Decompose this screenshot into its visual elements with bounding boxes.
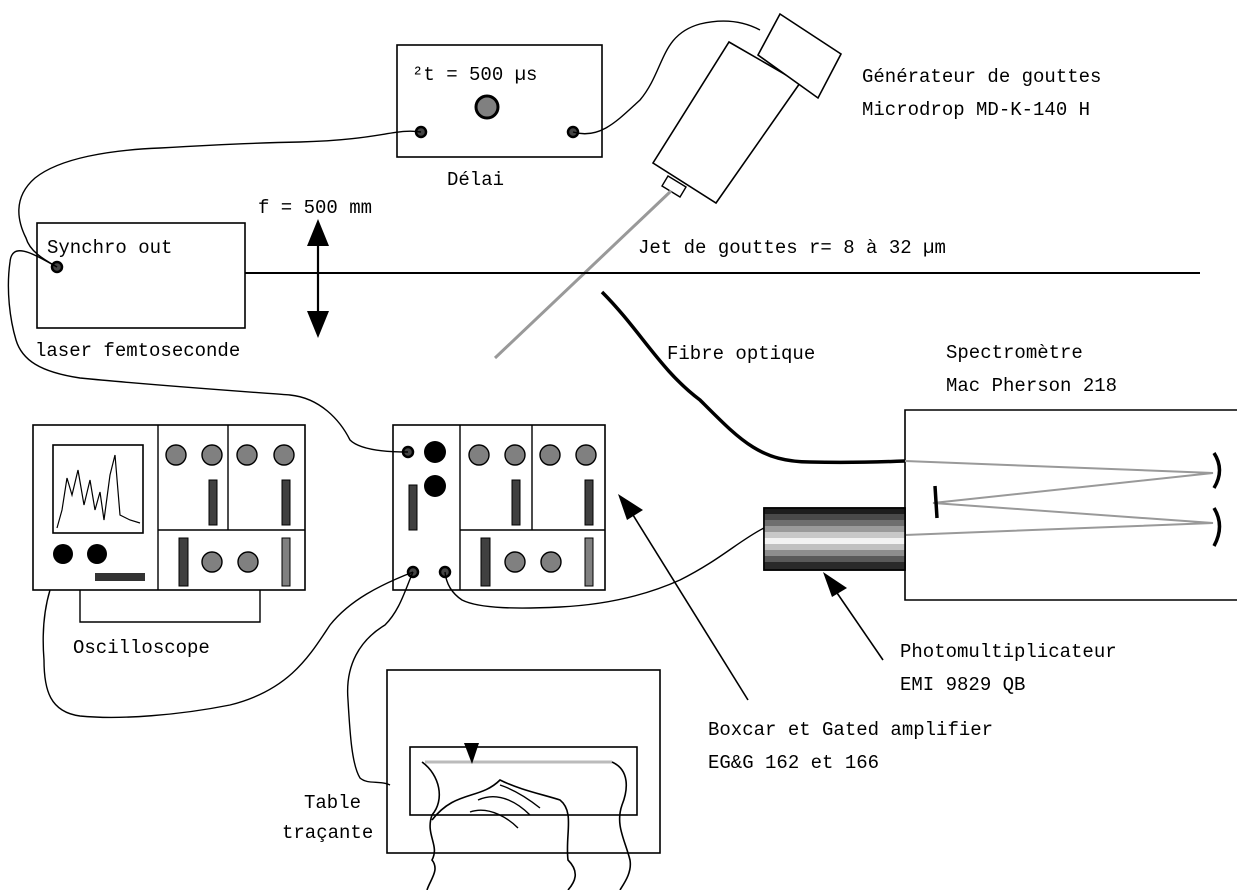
hand-fingers	[469, 784, 541, 829]
oscilloscope-label: Oscilloscope	[73, 637, 210, 659]
hand-right	[611, 761, 632, 891]
hand-outline	[431, 779, 576, 891]
cable-delay-to-generator	[572, 20, 761, 135]
drop-generator-label-1: Générateur de gouttes	[862, 66, 1101, 88]
focal-length-label: f = 500 mm	[258, 197, 372, 219]
boxcar-label-2: EG&G 162 et 166	[708, 752, 879, 774]
cable-pm-to-boxcar	[444, 527, 765, 609]
delay-box	[396, 44, 603, 158]
mirror-upper	[1212, 452, 1222, 489]
drop-generator-label-2: Microdrop MD-K-140 H	[862, 99, 1090, 121]
drop-generator: Générateur de gouttes Microdrop MD-K-140…	[651, 12, 1101, 205]
mirror-lower	[1212, 507, 1222, 547]
photomultiplier-pointer-head	[823, 572, 847, 597]
cable-delay-to-laser	[18, 130, 422, 268]
recorder-label-1: Table	[304, 792, 361, 814]
delay-unit: ²t = 500 µs Délai	[396, 44, 603, 191]
oscilloscope: Oscilloscope	[32, 424, 306, 659]
delay-label: Délai	[447, 169, 504, 191]
laser-unit: Synchro out laser femtoseconde	[35, 222, 246, 362]
optical-fibre	[600, 290, 906, 465]
drop-generator-body	[651, 40, 802, 205]
photomultiplier-label-1: Photomultiplicateur	[900, 641, 1117, 663]
synchro-out-label: Synchro out	[47, 237, 172, 259]
recorder-label-2: traçante	[282, 822, 373, 844]
oscilloscope-knob-2	[87, 544, 107, 564]
cable-boxcar-to-recorder	[346, 571, 414, 786]
laser-box	[36, 222, 246, 329]
oscilloscope-slot	[95, 573, 145, 581]
spectrometer-label-2: Mac Pherson 218	[946, 375, 1117, 397]
boxcar-knob-1	[424, 441, 446, 463]
fibre-label: Fibre optique	[667, 343, 815, 365]
laser-label: laser femtoseconde	[35, 340, 240, 362]
drop-generator-nozzle	[661, 175, 687, 198]
spectrometer-label-1: Spectromètre	[946, 342, 1083, 364]
oscilloscope-feet	[79, 590, 261, 623]
oscilloscope-trace	[56, 454, 141, 529]
spectrometer: Spectromètre Mac Pherson 218	[904, 342, 1237, 601]
boxcar-pointer-line	[632, 514, 749, 701]
photomultiplier-pointer-line	[834, 589, 884, 661]
recorder-pen	[464, 743, 479, 764]
drop-generator-cap	[756, 12, 843, 100]
grating	[933, 485, 939, 519]
chart-recorder: Table traçante	[282, 669, 661, 891]
droplet-jet	[493, 189, 673, 360]
recorder-window	[409, 746, 638, 816]
hand-left	[421, 761, 440, 891]
focusing-lens	[307, 219, 329, 338]
boxcar-label-1: Boxcar et Gated amplifier	[708, 719, 993, 741]
oscilloscope-knob-1	[53, 544, 73, 564]
photomultiplier-label-2: EMI 9829 QB	[900, 674, 1025, 696]
lens-arrow-down	[307, 311, 329, 338]
lens-arrow-up	[307, 219, 329, 246]
boxcar-pointer-head	[618, 494, 643, 520]
boxcar-knob-2	[424, 475, 446, 497]
boxcar-amplifier: Boxcar et Gated amplifier EG&G 162 et 16…	[392, 424, 993, 774]
delay-value-label: ²t = 500 µs	[412, 64, 537, 86]
spectrometer-box	[904, 409, 1237, 601]
cable-laser-to-boxcar	[7, 250, 409, 453]
cable-boxcar-to-oscilloscope	[42, 571, 414, 719]
delay-knob	[474, 94, 500, 120]
photomultiplier: Photomultiplicateur EMI 9829 QB	[763, 507, 1117, 696]
spectrometer-beam-path	[904, 460, 1214, 536]
jet-label: Jet de gouttes r= 8 à 32 µm	[638, 237, 946, 259]
